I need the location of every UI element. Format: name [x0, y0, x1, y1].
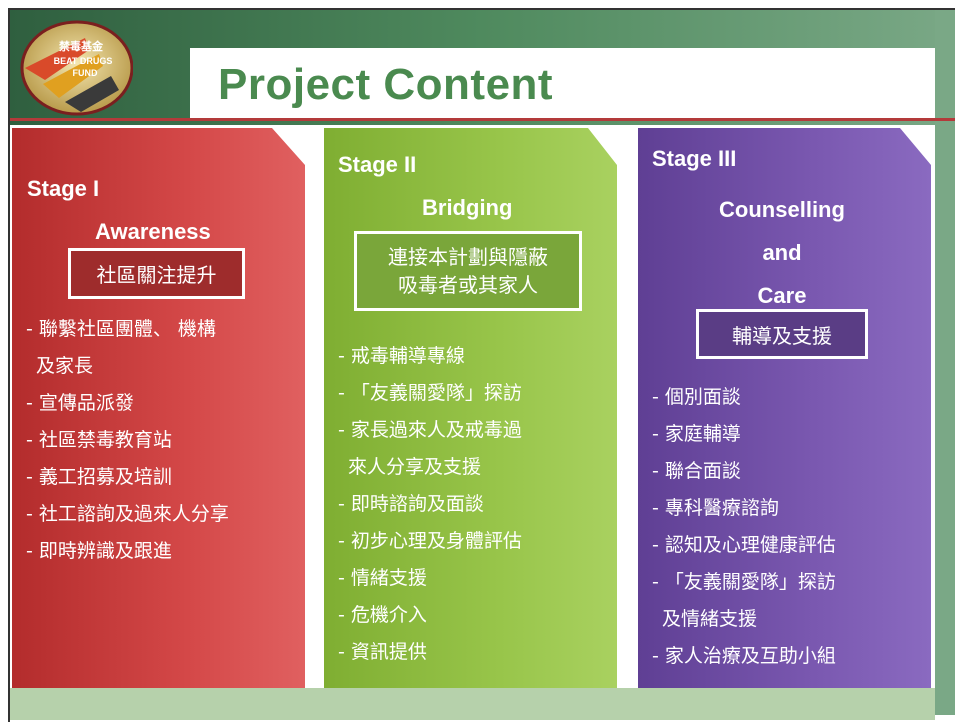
list-item: - 「友義關愛隊」探訪 [652, 571, 836, 593]
stage3-label: Stage III [652, 146, 737, 171]
stage2-tag-line: 吸毒者或其家人 [398, 273, 538, 297]
list-item: - 情緒支援 [338, 567, 427, 589]
list-item: 及家長 [36, 355, 94, 377]
stage2-tag-line: 連接本計劃與隱蔽 [388, 245, 548, 269]
list-item: - 義工招募及培訓 [26, 466, 172, 488]
right-band [935, 10, 955, 715]
stage1-label: Stage I [27, 176, 100, 201]
list-item: - 聯繫社區團體、 機構 [26, 318, 216, 340]
stage1-tag: 社區關注提升 [68, 248, 245, 299]
stage3-subtitle-line: and [762, 240, 802, 265]
beat-drugs-fund-logo: 禁毒基金 BEAT DRUGS FUND [20, 20, 133, 116]
list-item: 來人分享及支援 [348, 456, 482, 478]
stage1-list: - 聯繫社區團體、 機構 及家長 - 宣傳品派發 - 社區禁毒教育站 - 義工招… [26, 311, 229, 570]
list-item: - 聯合面談 [652, 460, 741, 482]
list-item: - 社區禁毒教育站 [26, 429, 172, 451]
stage3-subtitle-line: Counselling [719, 197, 845, 222]
stage3-arrow [638, 128, 931, 688]
stage2-label: Stage II [338, 152, 417, 177]
list-item: - 宣傳品派發 [26, 392, 134, 414]
footer-band [10, 688, 935, 720]
stage2-tag: 連接本計劃與隱蔽 吸毒者或其家人 [354, 231, 582, 311]
list-item: - 個別面談 [652, 386, 741, 408]
list-item: - 家人治療及互助小組 [652, 645, 836, 667]
list-item: - 「友義關愛隊」探訪 [338, 382, 522, 404]
svg-text:FUND: FUND [73, 68, 98, 78]
logo-text: 禁毒基金 [59, 39, 104, 53]
list-item: 及情緒支援 [662, 608, 758, 630]
list-item: - 戒毒輔導專線 [338, 345, 465, 367]
list-item: - 即時諮詢及面談 [338, 493, 484, 515]
list-item: - 家庭輔導 [652, 423, 741, 445]
stage2-subtitle: Bridging [422, 195, 513, 220]
list-item: - 危機介入 [338, 604, 427, 626]
stage3-subtitle-line: Care [757, 283, 807, 308]
list-item: - 認知及心理健康評估 [652, 534, 836, 556]
stage1-subtitle: Awareness [95, 219, 211, 244]
list-item: - 專科醫療諮詢 [652, 497, 779, 519]
stage2-list: - 戒毒輔導專線 - 「友義關愛隊」探訪 - 家長過來人及戒毒過 來人分享及支援… [338, 338, 522, 671]
page-title: Project Content [218, 60, 554, 109]
list-item: - 即時辨識及跟進 [26, 540, 172, 562]
svg-text:BEAT DRUGS: BEAT DRUGS [54, 56, 113, 66]
list-item: - 社工諮詢及過來人分享 [26, 503, 229, 525]
list-item: - 家長過來人及戒毒過 [338, 419, 522, 441]
stage3-tag: 輔導及支援 [696, 309, 868, 359]
stage3-subtitle: Counselling and Care [642, 188, 922, 317]
stage3-list: - 個別面談 - 家庭輔導 - 聯合面談 - 專科醫療諮詢 - 認知及心理健康評… [652, 379, 836, 675]
list-item: - 資訊提供 [338, 641, 427, 663]
list-item: - 初步心理及身體評估 [338, 530, 522, 552]
divider-line [10, 118, 955, 121]
title-box [190, 48, 935, 118]
